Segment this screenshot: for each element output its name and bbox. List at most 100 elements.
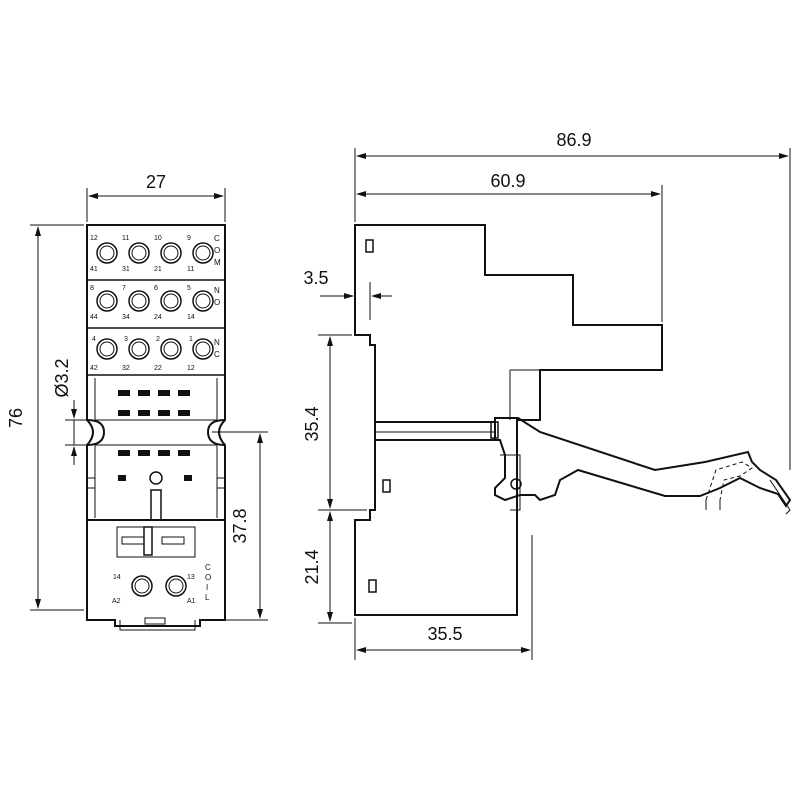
coil-terminal-label: A2 <box>112 598 121 605</box>
terminal-screw-inner <box>131 245 147 261</box>
pin-slots <box>118 390 192 481</box>
side-view <box>354 224 792 616</box>
coil-side-label: O <box>205 573 211 582</box>
terminal-screw-icon <box>192 290 214 312</box>
release-tab <box>150 489 162 521</box>
terminal-screw-icon <box>131 575 153 597</box>
terminal-label: 14 <box>187 314 195 321</box>
terminal-label: 41 <box>90 266 98 273</box>
terminal-label: 8 <box>90 285 94 292</box>
terminal-screw-inner <box>195 293 211 309</box>
terminal-screw-icon <box>192 242 214 264</box>
clip-ghost <box>705 461 753 501</box>
coil-terminal-label: 13 <box>187 574 195 581</box>
terminal-screw-icon <box>128 290 150 312</box>
side-outline <box>354 224 663 616</box>
terminal-label: 6 <box>154 285 158 292</box>
terminal-label: 42 <box>90 365 98 372</box>
coil-bar <box>161 536 185 545</box>
terminal-screw-icon <box>192 338 214 360</box>
terminal-screw-inner <box>163 293 179 309</box>
terminal-label: 21 <box>154 266 162 273</box>
mounting-hole-right <box>206 419 226 446</box>
coil-window <box>116 526 196 558</box>
terminal-label: 22 <box>154 365 162 372</box>
dim-lower-height: 37.8 <box>230 508 250 543</box>
center-hole <box>149 471 163 485</box>
side-label: N <box>214 338 220 347</box>
terminal-label: 44 <box>90 314 98 321</box>
slot-mark <box>368 579 377 593</box>
terminal-screw-icon <box>160 338 182 360</box>
terminal-label: 11 <box>187 266 194 273</box>
pin-slot <box>118 390 130 396</box>
retaining-clip <box>494 417 792 508</box>
pin-slot <box>118 475 126 481</box>
terminal-screw-icon <box>96 290 118 312</box>
pin-slot <box>158 410 170 416</box>
terminal-label: 12 <box>90 235 98 242</box>
pin-slot <box>118 410 130 416</box>
pin-slot <box>184 475 192 481</box>
clip-tip <box>769 479 791 515</box>
terminal-label: 32 <box>122 365 130 372</box>
pin-slot <box>138 410 150 416</box>
pin-slot <box>178 410 190 416</box>
dim-rail-offset: 3.5 <box>303 268 328 288</box>
mounting-hole-left <box>86 419 106 446</box>
terminal-label: 9 <box>187 235 191 242</box>
dim-total-depth: 86.9 <box>556 130 591 150</box>
side-label: M <box>214 258 221 267</box>
terminal-label: 34 <box>122 314 130 321</box>
coil-side-label: I <box>206 583 208 592</box>
coil-terminal-label: 14 <box>113 574 121 581</box>
clip-pivot <box>510 478 522 490</box>
front-dimensions: 27 76 Ø3.2 37.8 <box>6 172 268 621</box>
terminal-screw-icon <box>160 242 182 264</box>
terminal-screw-inner <box>131 341 147 357</box>
terminal-screw-icon <box>165 575 187 597</box>
terminal-screw-icon <box>128 242 150 264</box>
terminal-label: 24 <box>154 314 162 321</box>
coil-terminal-label: A1 <box>187 598 196 605</box>
side-label: C <box>214 234 220 243</box>
bottom-tab <box>144 617 166 625</box>
dim-hole-diameter: Ø3.2 <box>52 358 72 397</box>
side-label: O <box>214 246 220 255</box>
front-view: 12 11 10 9 41 31 21 11 8 7 6 5 44 34 24 … <box>86 224 226 631</box>
dim-relay-depth: 60.9 <box>490 171 525 191</box>
dim-front-height: 76 <box>6 408 26 428</box>
side-dimensions: 86.9 60.9 3.5 35.4 21.4 35.5 <box>302 130 791 660</box>
terminal-label: 11 <box>122 235 129 242</box>
dim-front-width: 27 <box>146 172 166 192</box>
pin-slot <box>138 450 150 456</box>
terminal-label: 3 <box>124 336 128 343</box>
pin-slot <box>178 390 190 396</box>
side-label: C <box>214 350 220 359</box>
slot-mark <box>382 479 391 493</box>
rail-notch <box>355 334 371 345</box>
side-label: O <box>214 298 220 307</box>
terminal-screw-icon <box>96 338 118 360</box>
terminal-screws <box>96 242 214 597</box>
coil-side-label: L <box>205 593 210 602</box>
coil-side-label: C <box>205 563 211 572</box>
coil-bar <box>121 536 145 545</box>
clip-block <box>490 421 499 439</box>
side-label: N <box>214 286 220 295</box>
coil-tab <box>143 526 153 556</box>
pin-slot <box>178 450 190 456</box>
terminal-screw-icon <box>128 338 150 360</box>
slot-mark <box>365 239 374 253</box>
terminal-label: 5 <box>187 285 191 292</box>
pin-slot <box>158 450 170 456</box>
pin-slot <box>118 450 130 456</box>
terminal-screw-inner <box>163 245 179 261</box>
dim-rail-height: 35.4 <box>302 406 322 441</box>
terminal-screw-inner <box>134 578 150 594</box>
terminal-screw-inner <box>195 245 211 261</box>
pin-slot <box>138 390 150 396</box>
pin-slot <box>158 390 170 396</box>
terminal-screw-inner <box>131 293 147 309</box>
terminal-label: 4 <box>92 336 96 343</box>
